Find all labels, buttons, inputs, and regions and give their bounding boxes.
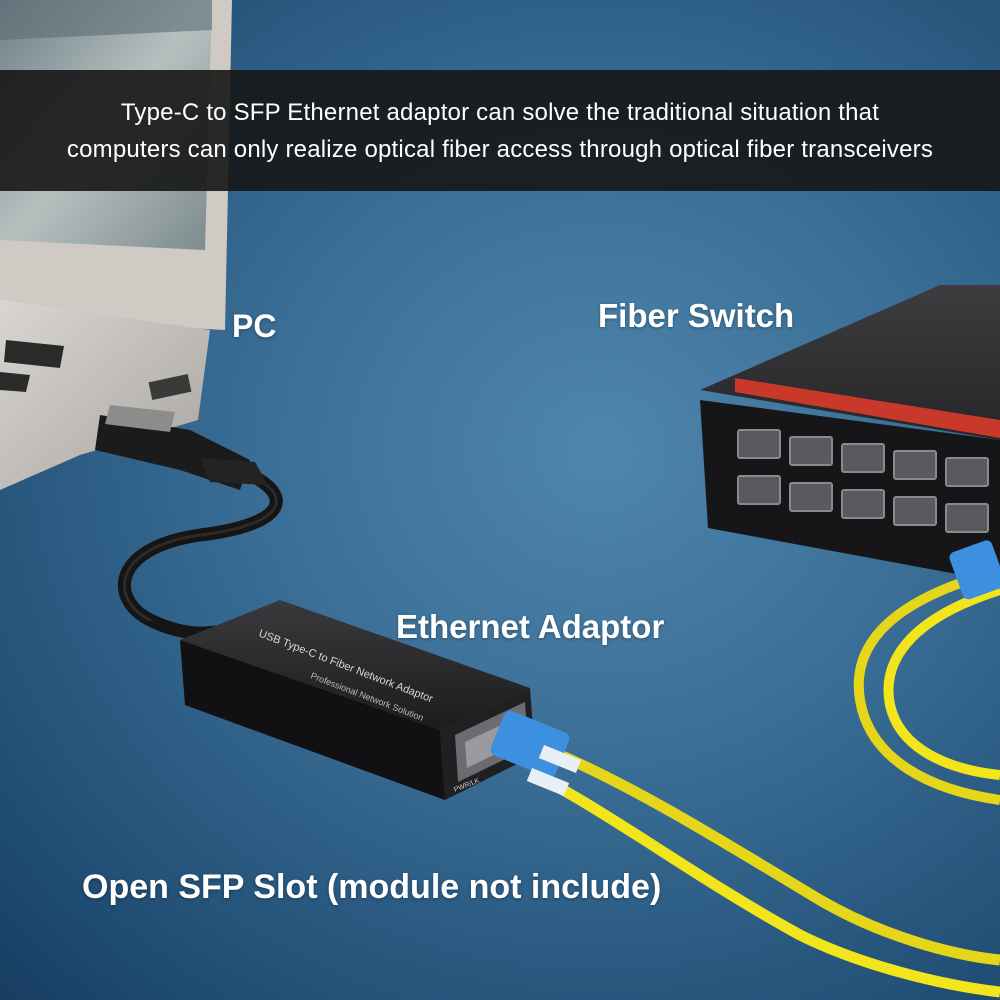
usb-cable xyxy=(95,405,283,640)
caption-banner: Type-C to SFP Ethernet adaptor can solve… xyxy=(0,70,1000,191)
fiber-switch xyxy=(700,285,1000,582)
switch-ports xyxy=(737,429,989,533)
fiber-cable-right xyxy=(853,540,1000,805)
lc-connector-switch xyxy=(949,540,1000,600)
caption-line-2: computers can only realize optical fiber… xyxy=(66,135,934,163)
adaptor-side xyxy=(180,640,445,800)
switch-red-stripe xyxy=(735,378,1000,438)
laptop-key xyxy=(4,340,64,368)
ethernet-adaptor xyxy=(180,600,535,800)
fiber-cable-bottom xyxy=(490,710,1000,998)
laptop-key xyxy=(0,372,30,392)
laptop-usb-port xyxy=(148,374,192,400)
caption-line-1: Type-C to SFP Ethernet adaptor can solve… xyxy=(120,98,880,126)
sfp-slot-label: Open SFP Slot (module not include) xyxy=(82,868,662,906)
ethernet-adaptor-label: Ethernet Adaptor xyxy=(396,608,665,645)
fiber-switch-label: Fiber Switch xyxy=(598,297,795,334)
switch-top xyxy=(700,285,1000,440)
adaptor-top xyxy=(180,600,530,730)
pc-label: PC xyxy=(232,308,277,344)
